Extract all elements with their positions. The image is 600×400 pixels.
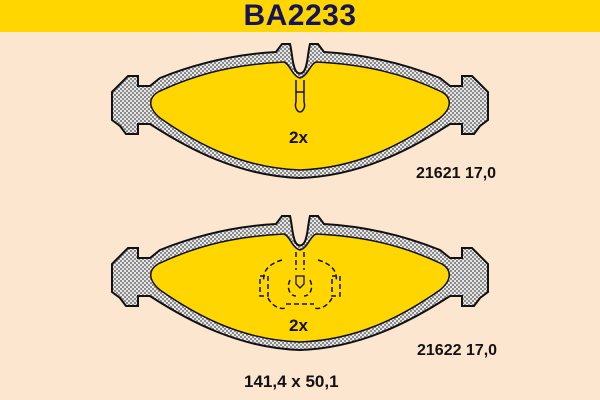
part-number-upper: 21621 17,0	[416, 165, 497, 182]
article-number-title: BA2233	[243, 0, 357, 32]
dimensions-label: 141,4 x 50,1	[244, 372, 339, 391]
sensor-clip-dashed-icon	[259, 252, 341, 310]
friction-material-upper	[150, 61, 450, 171]
wear-indicator-slot-icon	[294, 80, 306, 113]
quantity-label-upper: 2x	[289, 128, 308, 147]
part-number-lower: 21622 17,0	[417, 342, 498, 359]
brake-pad-upper-drawing	[111, 43, 489, 180]
brake-pad-lower-drawing	[111, 215, 489, 352]
header-bar: BA2233	[0, 0, 600, 32]
quantity-label-lower: 2x	[289, 316, 308, 335]
